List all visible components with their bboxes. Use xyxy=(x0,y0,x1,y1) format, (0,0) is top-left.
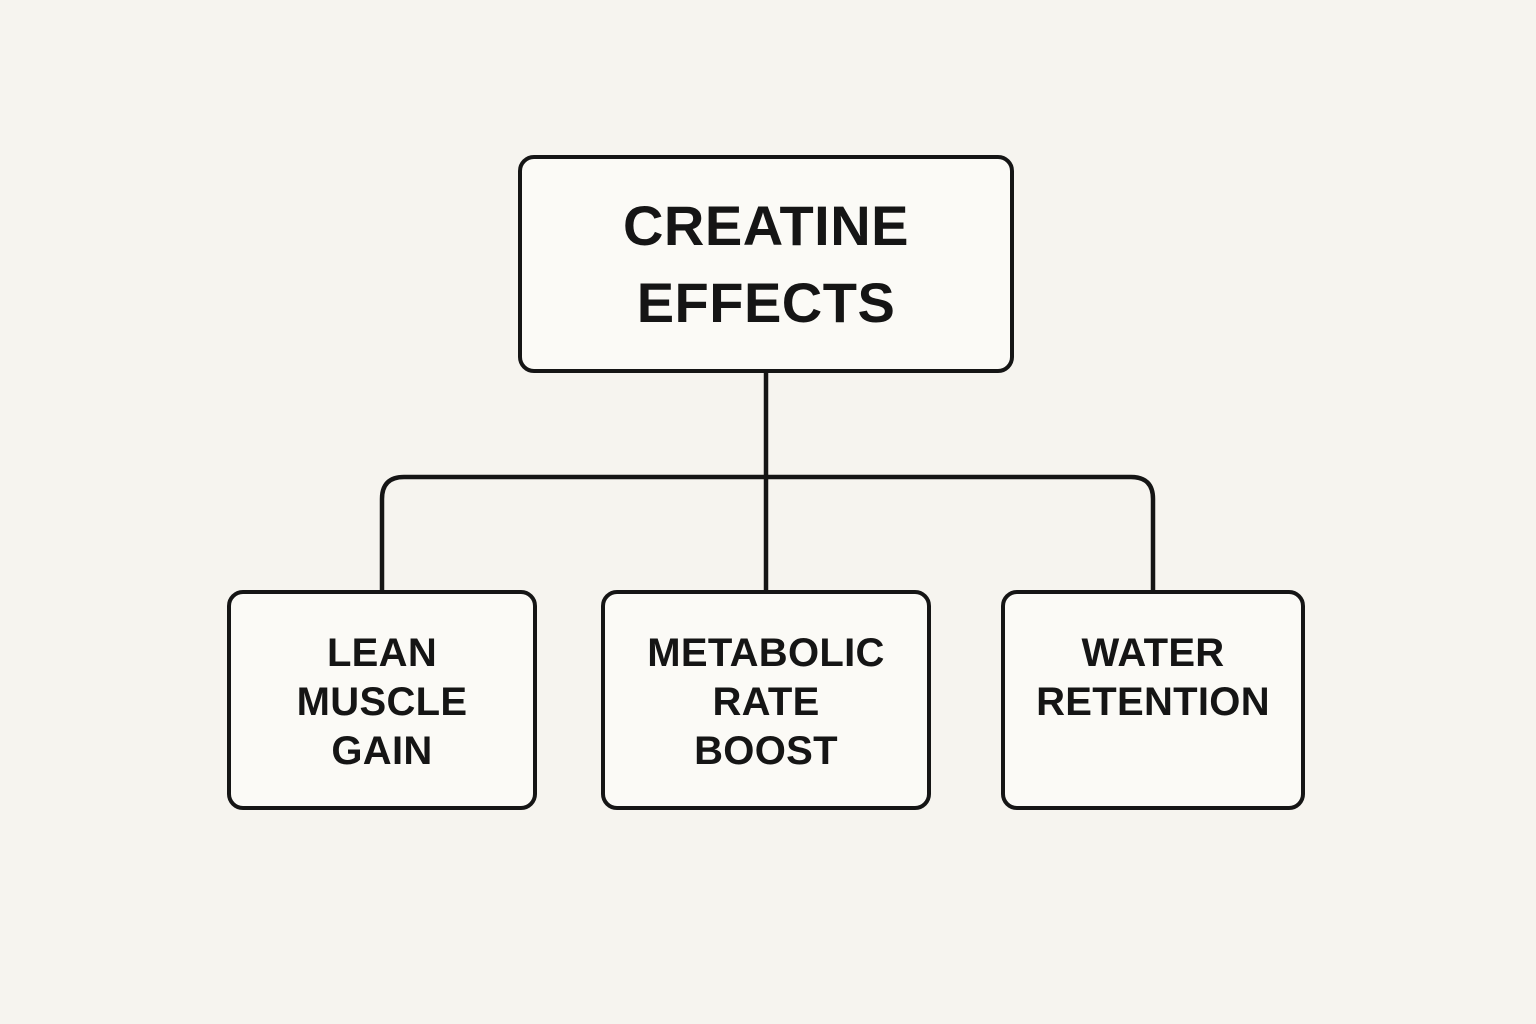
node-creatine-effects: CREATINE EFFECTS xyxy=(518,155,1014,373)
node-water-retention: WATER RETENTION xyxy=(1001,590,1305,810)
node-label-line: MUSCLE xyxy=(296,680,468,724)
node-lean-muscle-gain: LEAN MUSCLE GAIN xyxy=(227,590,537,810)
node-label-line: RETENTION xyxy=(1036,680,1270,724)
node-label-line: RATE xyxy=(712,680,820,724)
node-label-line: EFFECTS xyxy=(636,271,896,334)
node-label-line: GAIN xyxy=(331,729,433,773)
node-label-line: LEAN xyxy=(326,631,438,675)
node-label-line: BOOST xyxy=(694,729,838,773)
node-label-line: WATER xyxy=(1081,631,1225,675)
node-label-line: CREATINE xyxy=(622,194,910,257)
node-metabolic-rate-boost: METABOLIC RATE BOOST xyxy=(601,590,931,810)
node-label-line: METABOLIC xyxy=(647,631,885,675)
connector-branches xyxy=(379,474,1156,590)
